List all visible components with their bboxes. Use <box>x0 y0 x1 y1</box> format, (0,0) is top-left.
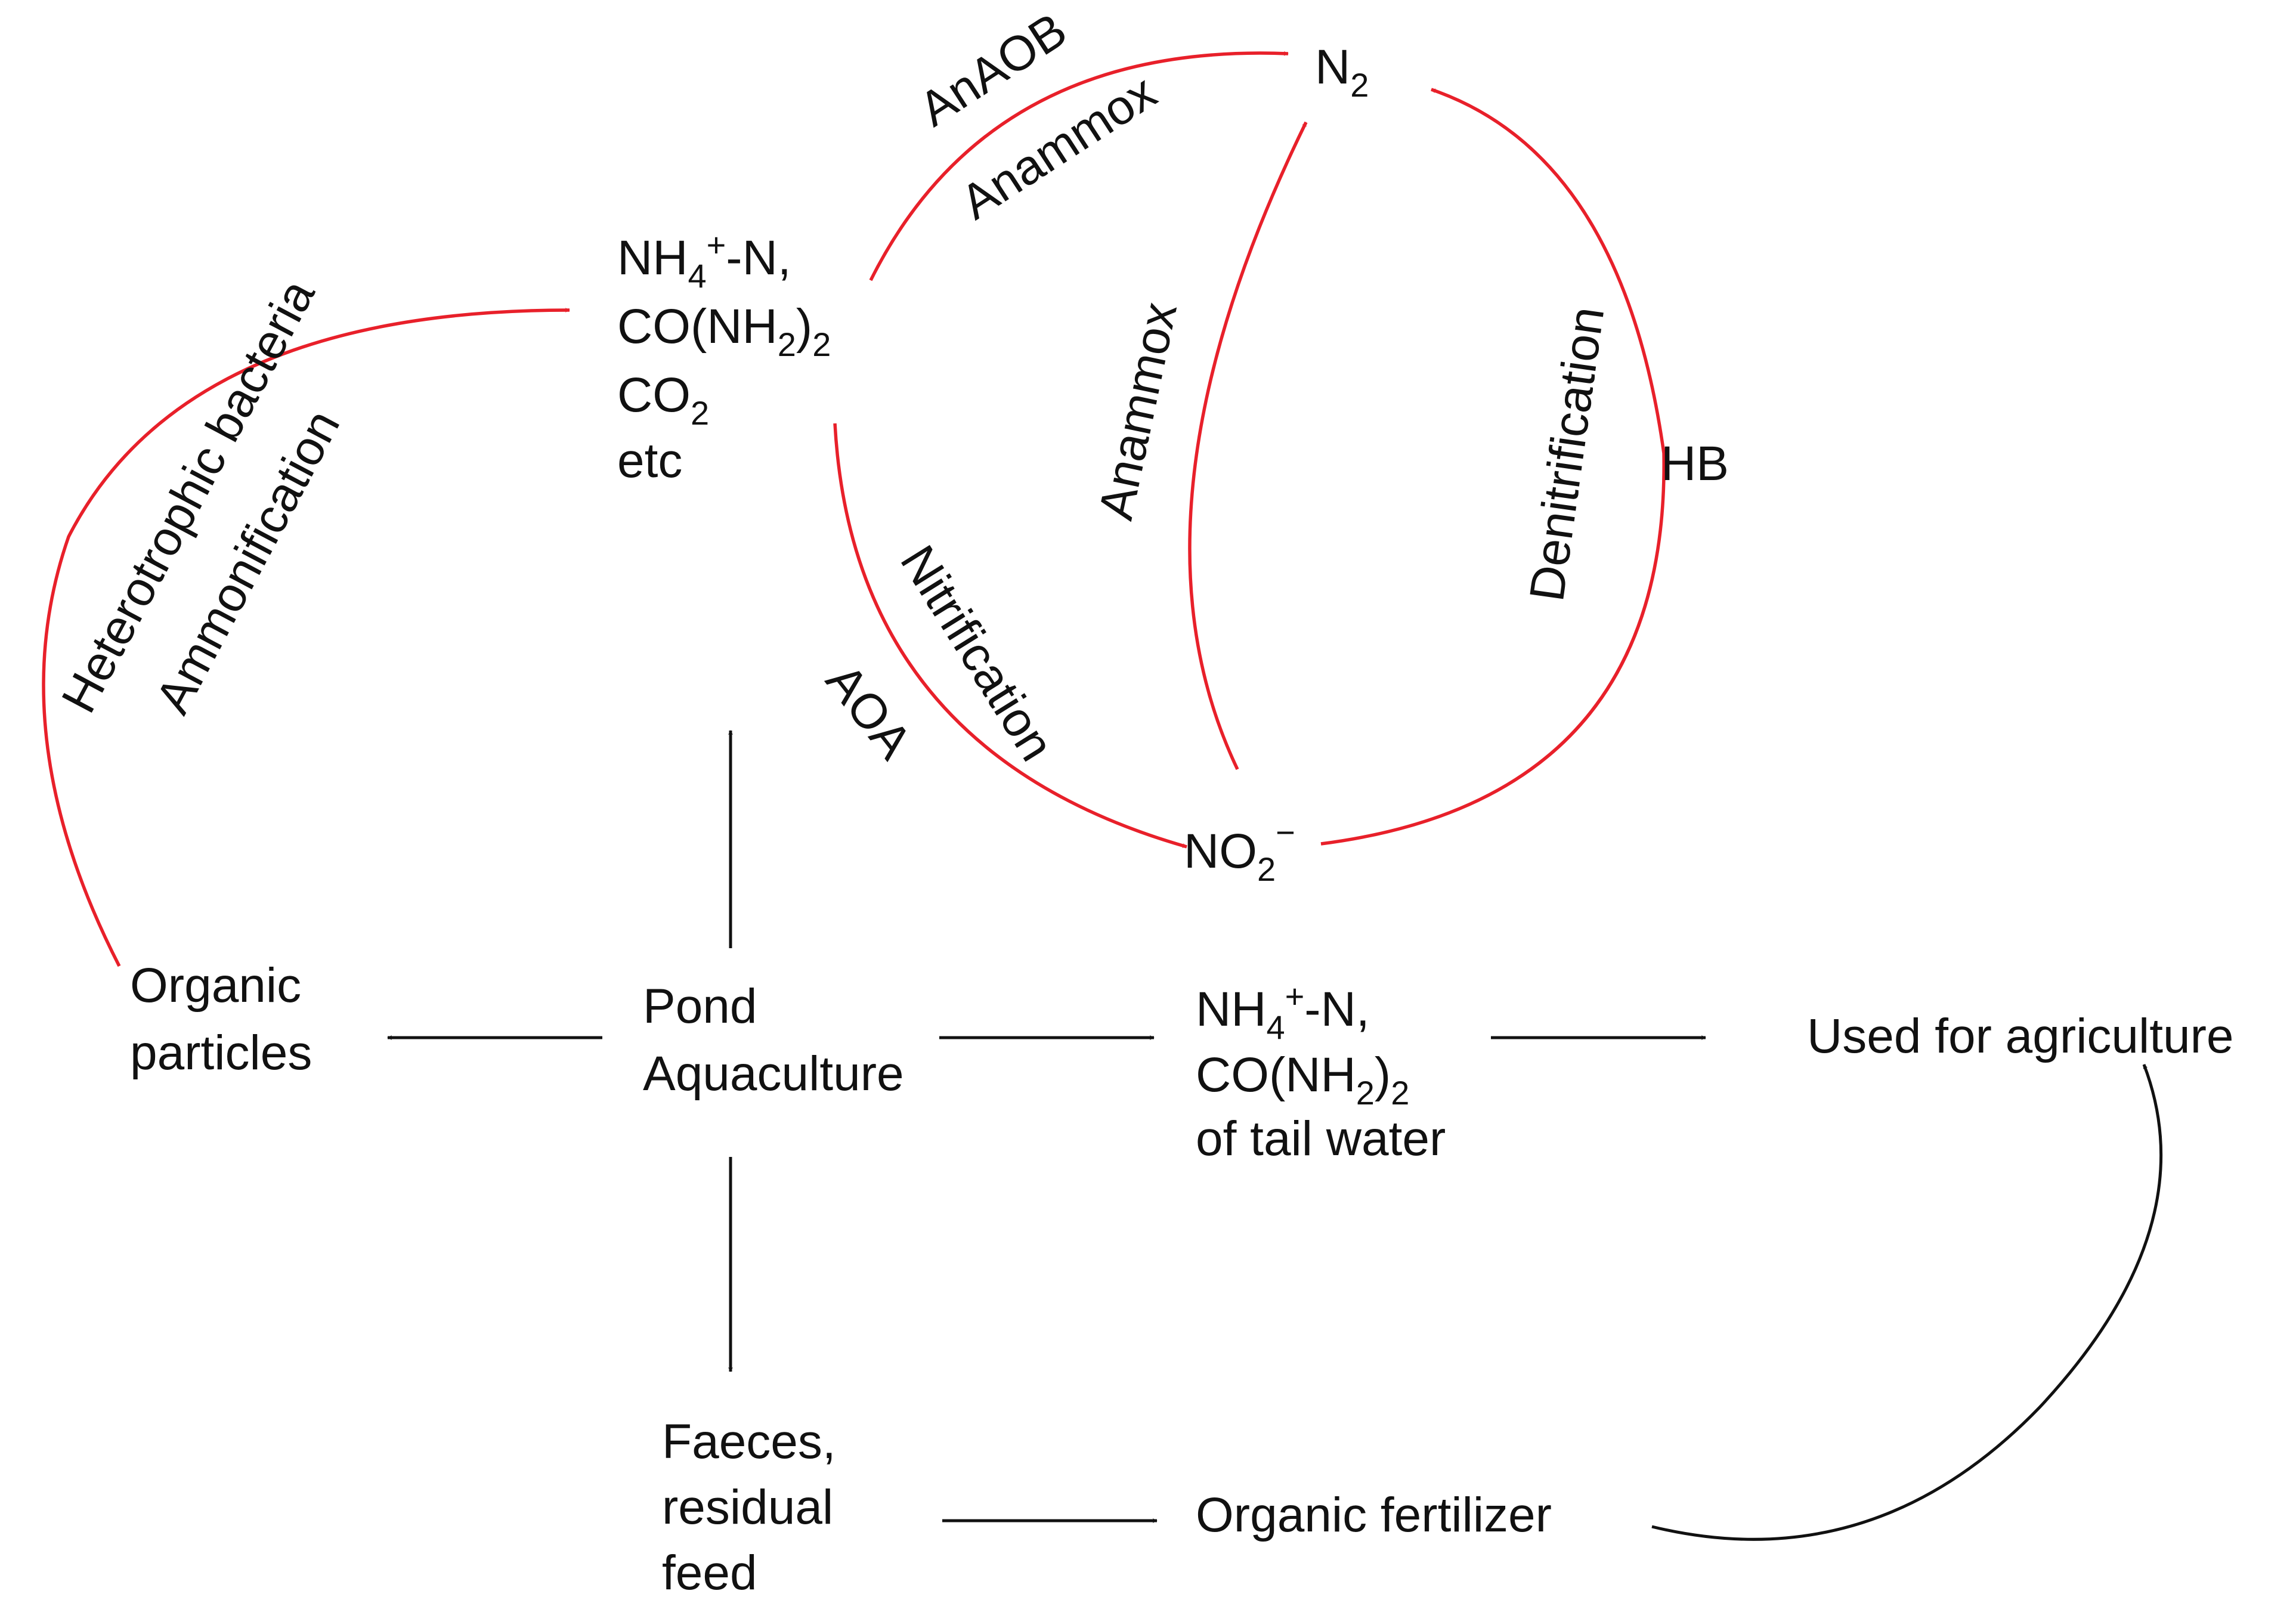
node-n2: N2 <box>1315 40 1369 104</box>
node-ammonium-urea: NH4+-N, CO(NH2)2 CO2 etc <box>617 226 831 488</box>
ammonification-arrow <box>42 308 570 967</box>
label-anaob: AnAOB <box>910 2 1076 137</box>
tail-ammonium-line: NH4+-N, <box>1196 977 1370 1046</box>
nitrite-to-n2-arrow <box>1188 121 1308 770</box>
denitrification-arrow <box>1320 88 1666 846</box>
tail-water-line: of tail water <box>1196 1112 1446 1166</box>
pond-line-1: Pond <box>643 979 757 1033</box>
label-aoa: AOA <box>816 654 923 769</box>
node-organic-particles: Organic particles <box>130 958 312 1080</box>
label-hb: HB <box>1661 437 1729 491</box>
fertilizer-to-agriculture-arrow <box>1651 1064 2163 1541</box>
organic-particles-line-1: Organic <box>130 958 301 1013</box>
node-faeces: Faeces, residual feed <box>662 1415 836 1600</box>
organic-particles-line-2: particles <box>130 1026 312 1080</box>
faeces-line-1: Faeces, <box>662 1415 836 1469</box>
tail-urea-line: CO(NH2)2 <box>1196 1048 1409 1112</box>
node-nitrite: NO2− <box>1184 813 1295 888</box>
faeces-line-3: feed <box>662 1546 757 1600</box>
label-denitrification: Denitrification <box>1520 304 1614 605</box>
node-tail-water: NH4+-N, CO(NH2)2 of tail water <box>1196 977 1446 1166</box>
anammox-to-n2-arrow <box>869 51 1289 281</box>
faeces-line-2: residual <box>662 1480 833 1534</box>
urea-line: CO(NH2)2 <box>617 299 831 363</box>
node-pond-aquaculture: Pond Aquaculture <box>643 979 904 1101</box>
label-anammox-mid: Anammox <box>1088 298 1187 524</box>
ammonium-line: NH4+-N, <box>617 226 791 295</box>
nitrification-arrow <box>833 423 1187 849</box>
pond-line-2: Aquaculture <box>643 1047 904 1101</box>
co2-line: CO2 <box>617 368 709 432</box>
node-agriculture: Used for agriculture <box>1807 1009 2234 1063</box>
node-organic-fertilizer: Organic fertilizer <box>1196 1488 1552 1542</box>
etc-line: etc <box>617 434 682 488</box>
